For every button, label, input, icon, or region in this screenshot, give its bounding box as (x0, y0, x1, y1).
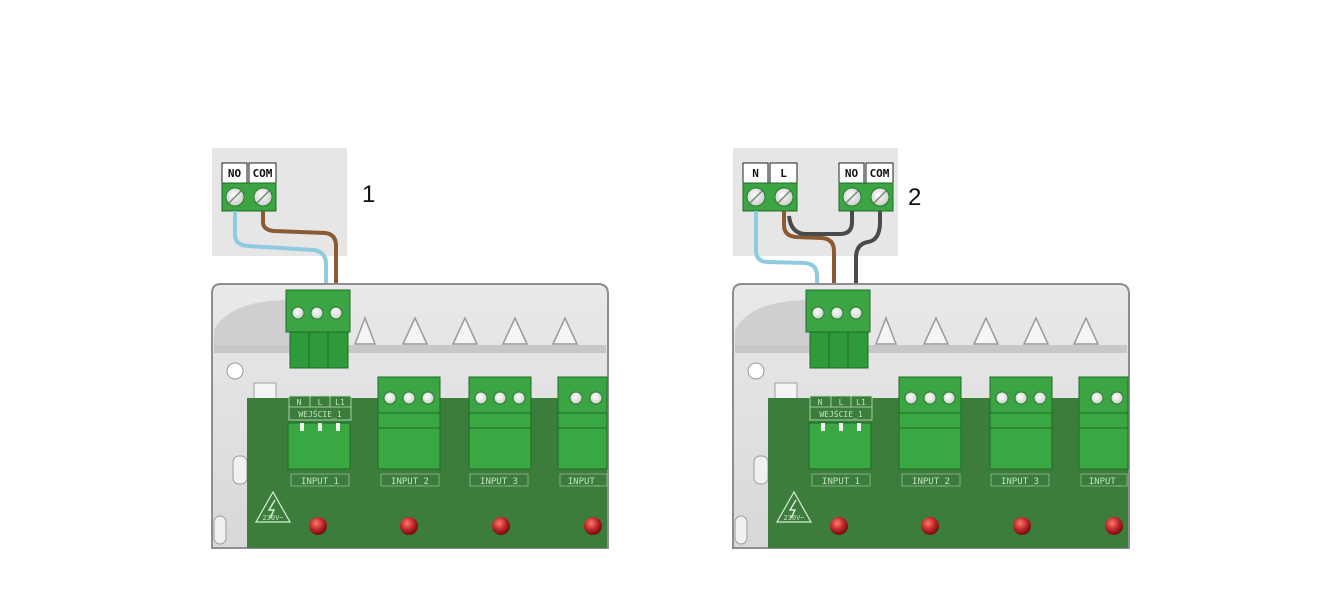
screw-icon (1033, 391, 1047, 405)
connector-input-1[interactable] (287, 422, 351, 470)
panel-2: N L NO COM (732, 148, 1130, 549)
led-indicator (830, 517, 848, 535)
input-label: INPUT_2 (912, 477, 950, 487)
wire-blue (233, 211, 328, 296)
svg-text:WEJŚCIE_1: WEJŚCIE_1 (298, 408, 342, 419)
high-voltage-icon: 230V~ (254, 490, 292, 523)
panel-1: NO COM (211, 148, 609, 549)
plugged-connector[interactable] (285, 289, 351, 369)
led-indicator (400, 517, 418, 535)
high-voltage-icon: 230V~ (775, 490, 813, 523)
svg-text:L1: L1 (856, 398, 866, 407)
screw-icon (329, 306, 343, 320)
screw-icon (589, 391, 603, 405)
screw-icon (1014, 391, 1028, 405)
wire-brown (782, 211, 836, 296)
connector-input-3[interactable] (468, 376, 532, 470)
input-labels: INPUT_1 INPUT_2 INPUT_3 INPUT_ (811, 473, 1128, 487)
input-label: INPUT_1 (822, 477, 860, 487)
connector-input-4[interactable] (1078, 376, 1129, 470)
screw-icon (402, 391, 416, 405)
led-indicator (584, 517, 602, 535)
voltage-label: 230V~ (262, 514, 283, 522)
input-label: INPUT_3 (480, 477, 518, 487)
screw-icon (830, 306, 844, 320)
led-indicator (1105, 517, 1123, 535)
wire-blue (754, 211, 819, 296)
input-label: INPUT_2 (391, 477, 429, 487)
led-indicator (492, 517, 510, 535)
screw-icon (512, 391, 526, 405)
wire-gray (854, 211, 882, 296)
led-indicator (921, 517, 939, 535)
label-com: COM (870, 167, 890, 180)
screw-icon (995, 391, 1009, 405)
svg-text:L1: L1 (335, 398, 345, 407)
connector-input-1[interactable] (808, 422, 872, 470)
screw-icon (569, 391, 583, 405)
connector-input-3[interactable] (989, 376, 1053, 470)
label-no: NO (845, 167, 859, 180)
screw-icon (811, 306, 825, 320)
panel-number-1: 1 (362, 181, 375, 208)
screw-icon (421, 391, 435, 405)
svg-text:L: L (318, 398, 323, 407)
screw-icon (923, 391, 937, 405)
voltage-label: 230V~ (783, 514, 804, 522)
wire-gray-bridge (787, 211, 854, 236)
connector-input-2[interactable] (898, 376, 962, 470)
led-indicator (1013, 517, 1031, 535)
screw-icon (849, 306, 863, 320)
input-label: INPUT_ (568, 477, 601, 487)
input-labels: INPUT_1 INPUT_2 INPUT_3 INPUT_ (290, 473, 608, 487)
screw-icon (942, 391, 956, 405)
screw-icon (1090, 391, 1104, 405)
connector-input-4[interactable] (557, 376, 608, 470)
label-com: COM (253, 167, 273, 180)
screw-icon (493, 391, 507, 405)
plugged-connector[interactable] (805, 289, 871, 369)
screw-icon (1110, 391, 1124, 405)
input-label: INPUT_ (1089, 477, 1122, 487)
connector-input-2[interactable] (377, 376, 441, 470)
screw-icon (904, 391, 918, 405)
screw-icon (310, 306, 324, 320)
cable-glands (874, 315, 1100, 345)
screw-icon (474, 391, 488, 405)
panel-number-2: 2 (908, 184, 921, 211)
label-l: L (780, 167, 787, 180)
svg-text:N: N (297, 398, 302, 407)
svg-text:L: L (839, 398, 844, 407)
led-indicator (309, 517, 327, 535)
cable-glands (353, 315, 579, 345)
screw-icon (291, 306, 305, 320)
screw-icon (383, 391, 397, 405)
label-no: NO (228, 167, 242, 180)
board-label-1: N L L1 WEJŚCIE_1 (809, 395, 873, 421)
svg-text:N: N (818, 398, 823, 407)
label-n: N (752, 167, 759, 180)
board-label-1: N L L1 WEJŚCIE_1 (288, 395, 352, 421)
svg-text:WEJŚCIE_1: WEJŚCIE_1 (819, 408, 863, 419)
wire-brown (261, 211, 338, 296)
input-label: INPUT_3 (1001, 477, 1039, 487)
input-label: INPUT_1 (301, 477, 339, 487)
